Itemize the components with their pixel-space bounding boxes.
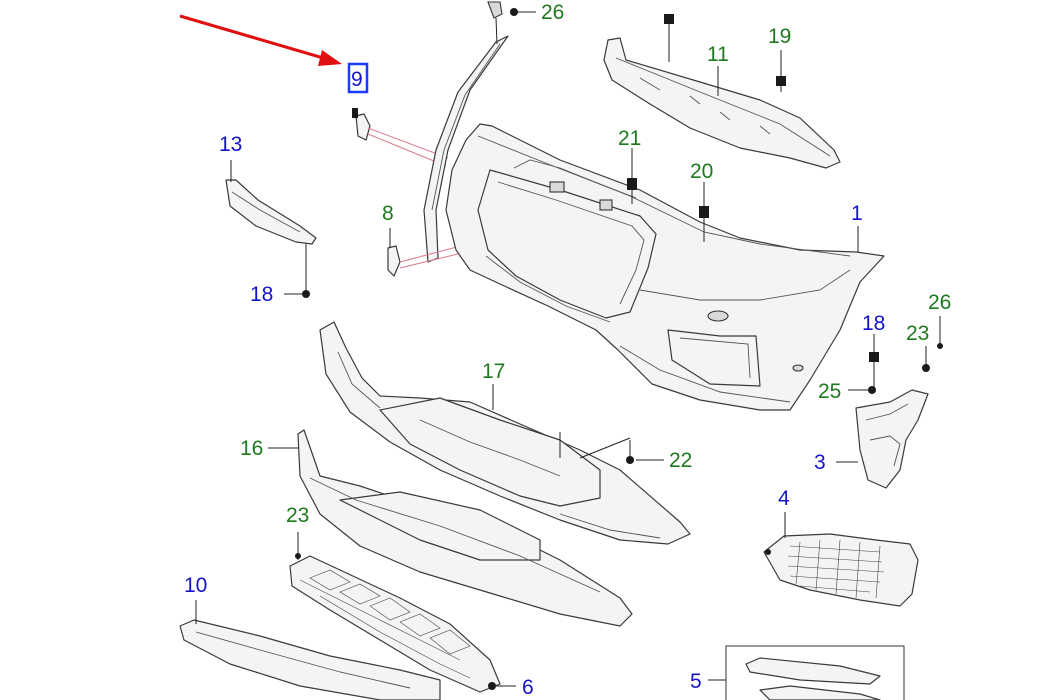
callout-23-right: 23 — [906, 322, 929, 345]
part-5-trim-strips — [708, 645, 905, 700]
callout-10: 10 — [184, 574, 207, 597]
callout-5: 5 — [690, 670, 702, 693]
callout-18-left: 18 — [250, 283, 273, 306]
part-10-bottom-tray — [179, 600, 441, 700]
callout-19: 19 — [768, 25, 791, 48]
callout-17: 17 — [482, 360, 505, 383]
callout-20: 20 — [690, 160, 713, 183]
part-1-bumper-cover — [445, 123, 885, 411]
callout-6: 6 — [522, 676, 534, 699]
callout-9: 9 — [351, 68, 363, 91]
callout-26-right: 26 — [928, 291, 951, 314]
callout-22: 22 — [669, 449, 692, 472]
part-3-side-bracket — [836, 316, 943, 489]
callout-4: 4 — [778, 487, 790, 510]
callout-21: 21 — [618, 127, 641, 150]
callout-25: 25 — [818, 380, 841, 403]
callout-18-right: 18 — [862, 312, 885, 335]
part-17-undertray — [319, 321, 691, 545]
callout-1: 1 — [851, 202, 863, 225]
callout-26-top: 26 — [541, 1, 564, 24]
highlight-box-9 — [347, 62, 369, 94]
part-16-lower-lip — [268, 429, 633, 627]
bumper-top-lip — [423, 35, 509, 263]
part-13-left-bracket — [225, 160, 317, 298]
part-26-top-fastener — [487, 1, 536, 45]
part-9-clip — [352, 108, 449, 167]
callout-11: 11 — [707, 43, 729, 66]
part-6-lower-grille — [289, 532, 516, 693]
callout-3: 3 — [814, 451, 826, 474]
callouts: 26 11 19 9 13 21 20 8 1 18 26 18 23 17 2… — [184, 1, 951, 699]
highlight-arrow — [179, 14, 342, 66]
callout-13: 13 — [219, 133, 242, 156]
callout-8: 8 — [382, 202, 394, 225]
part-8-clip — [387, 228, 469, 277]
callout-23-bottom: 23 — [286, 504, 309, 527]
part-11-upper-bracket — [603, 14, 841, 169]
part-4-fog-grille — [763, 512, 919, 607]
callout-16: 16 — [240, 437, 263, 460]
